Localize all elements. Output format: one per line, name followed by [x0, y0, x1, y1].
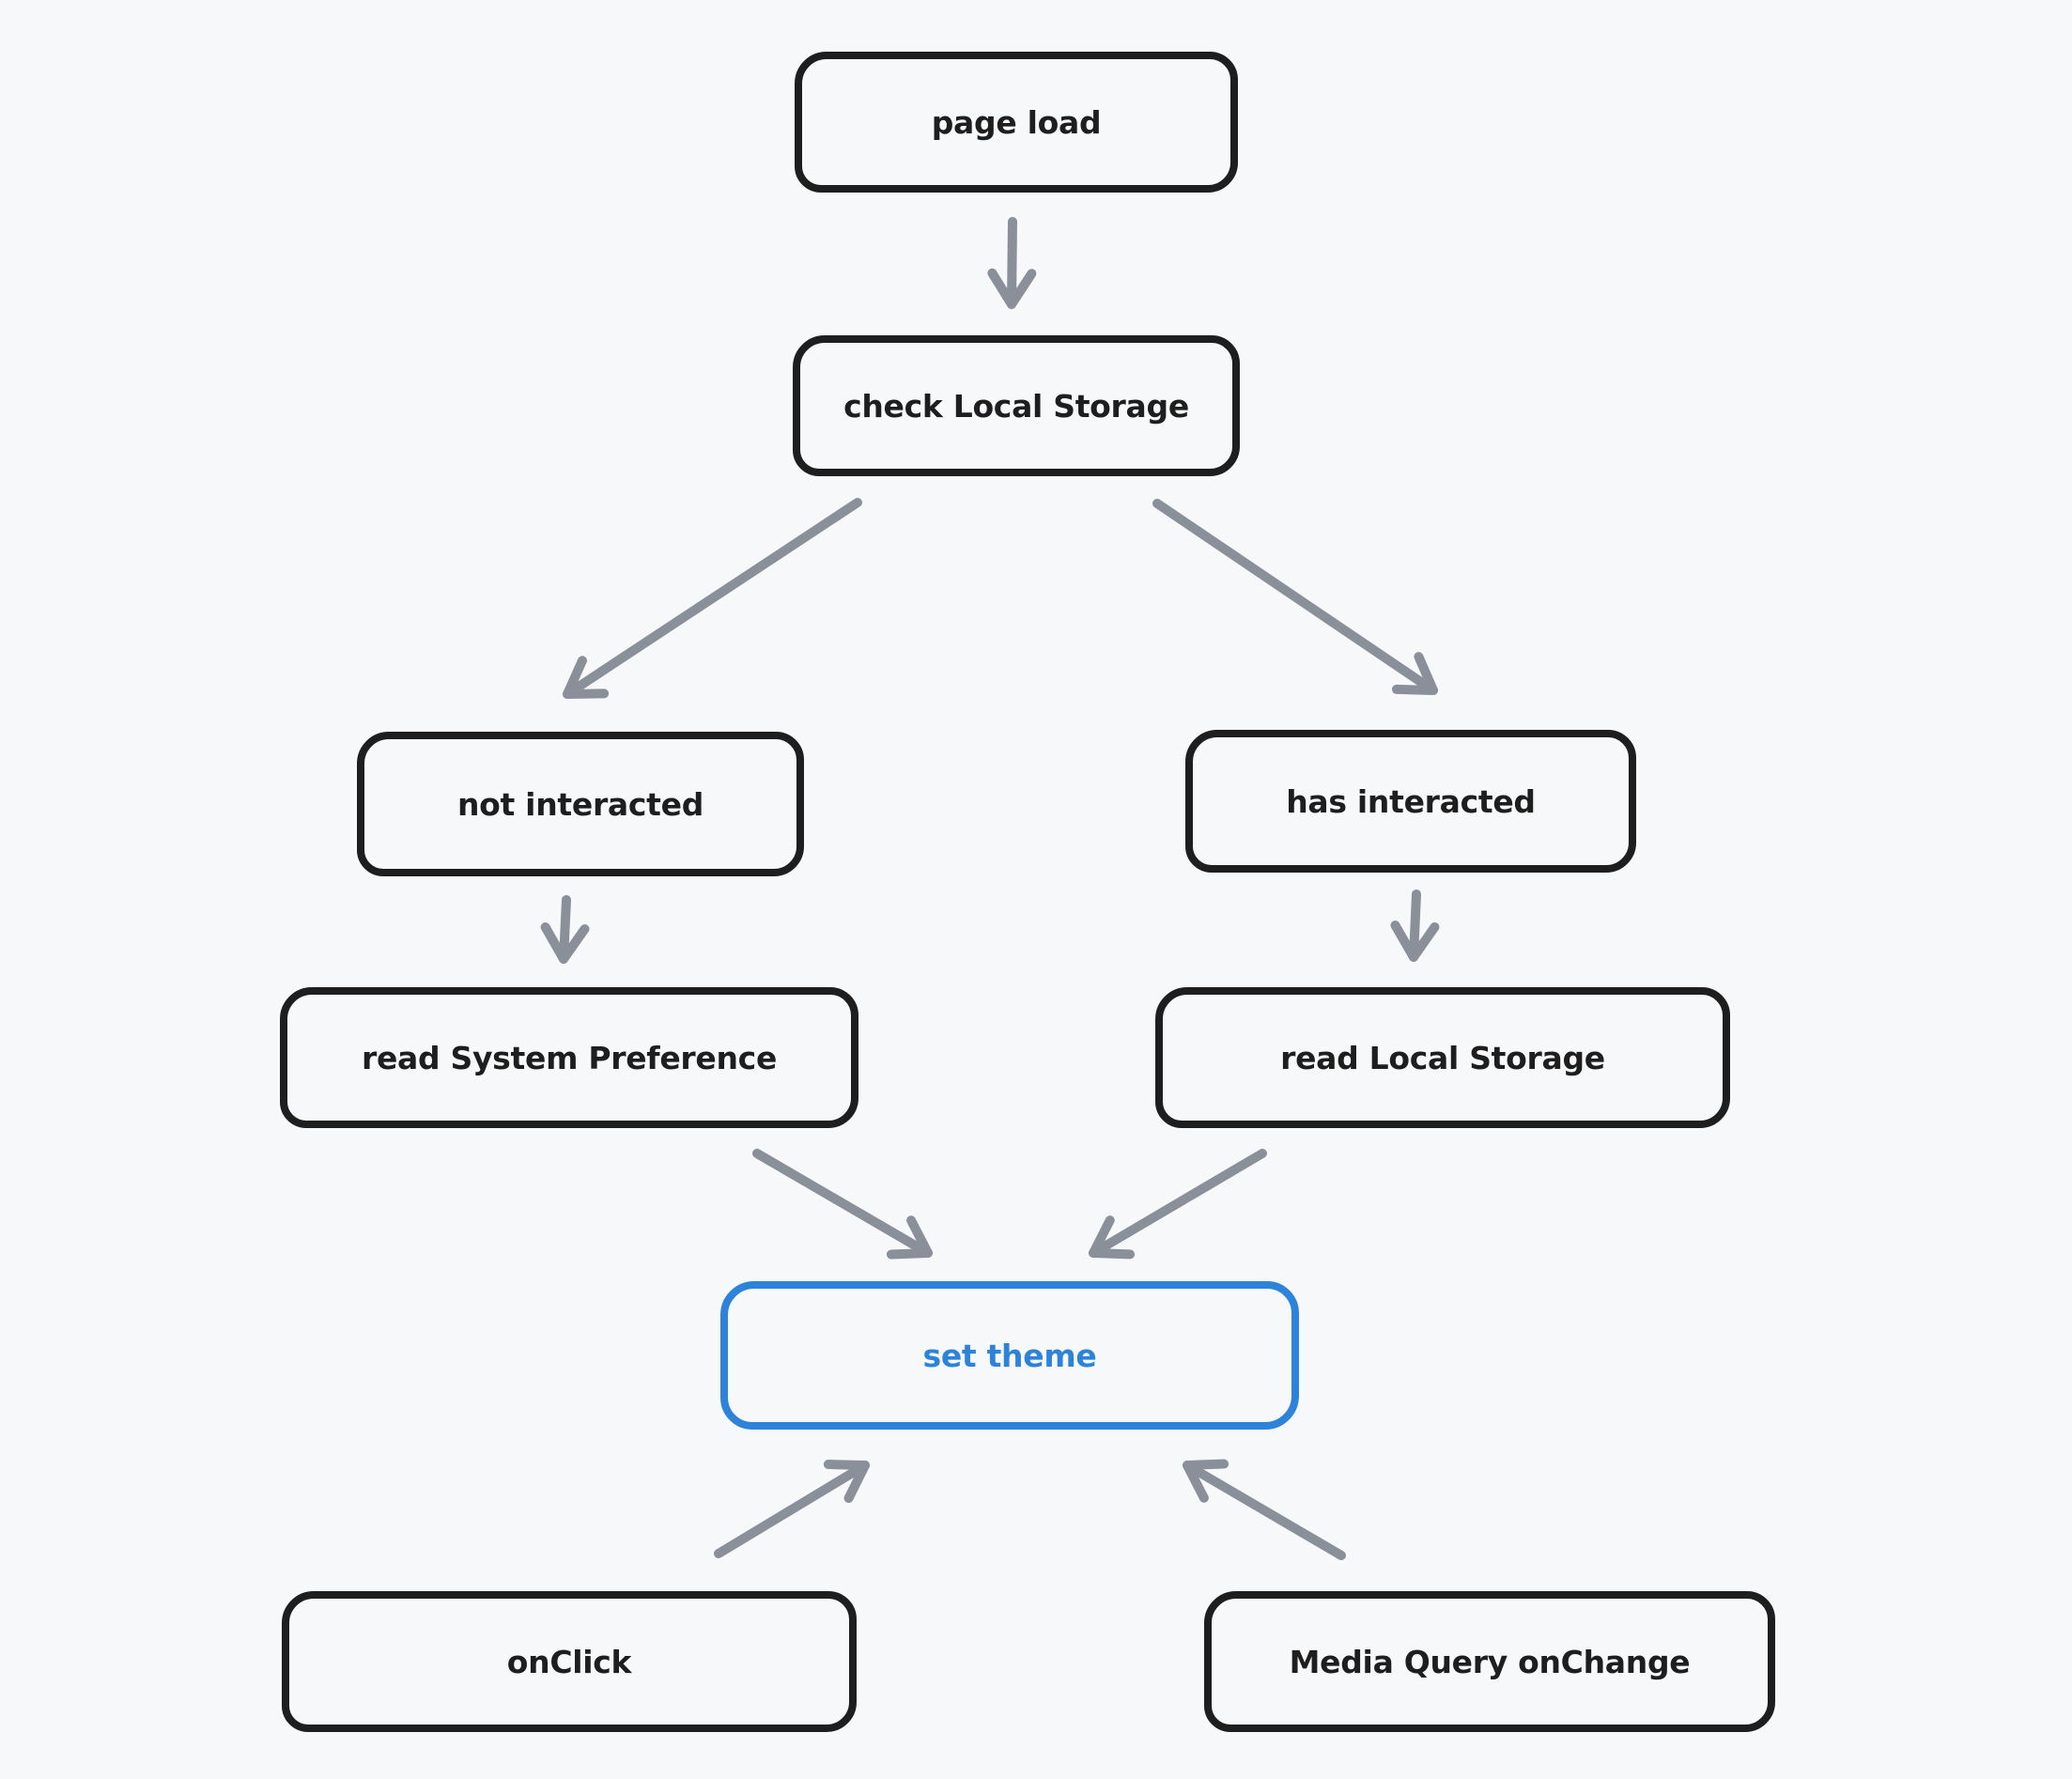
node-read-local-storage-label: read Local Storage [1280, 1039, 1605, 1076]
node-has-interacted[interactable]: has interacted [1185, 730, 1636, 873]
node-check-local-storage-label: check Local Storage [843, 387, 1189, 425]
arrow-pageload-to-checklocalstorage[interactable] [987, 217, 1037, 309]
arrow-checklocalstorage-to-hasinteracted[interactable] [1152, 499, 1438, 695]
node-onclick-label: onClick [506, 1643, 632, 1680]
arrow-mediaquery-to-settheme[interactable] [1183, 1459, 1346, 1560]
arrow-readsystempreference-to-settheme[interactable] [752, 1149, 933, 1260]
node-media-query-onchange-label: Media Query onChange [1289, 1643, 1691, 1680]
node-has-interacted-label: has interacted [1286, 782, 1536, 820]
node-media-query-onchange[interactable]: Media Query onChange [1204, 1591, 1775, 1732]
node-page-load-label: page load [931, 103, 1102, 141]
node-not-interacted-label: not interacted [456, 785, 704, 823]
arrow-checklocalstorage-to-notinteracted[interactable] [563, 498, 862, 699]
arrow-hasinteracted-to-readlocalstorage[interactable] [1390, 890, 1440, 962]
node-onclick[interactable]: onClick [282, 1591, 857, 1732]
arrow-readlocalstorage-to-settheme[interactable] [1089, 1149, 1267, 1260]
node-not-interacted[interactable]: not interacted [357, 732, 804, 876]
node-set-theme-label: set theme [922, 1337, 1097, 1374]
node-page-load[interactable]: page load [795, 52, 1238, 193]
arrow-notinteracted-to-readsystempreference[interactable] [540, 895, 590, 964]
node-read-system-preference[interactable]: read System Preference [280, 987, 858, 1128]
node-read-local-storage[interactable]: read Local Storage [1155, 987, 1730, 1128]
node-check-local-storage[interactable]: check Local Storage [793, 335, 1240, 476]
arrow-onclick-to-settheme[interactable] [714, 1460, 870, 1558]
node-set-theme[interactable]: set theme [720, 1281, 1299, 1430]
node-read-system-preference-label: read System Preference [361, 1039, 778, 1076]
